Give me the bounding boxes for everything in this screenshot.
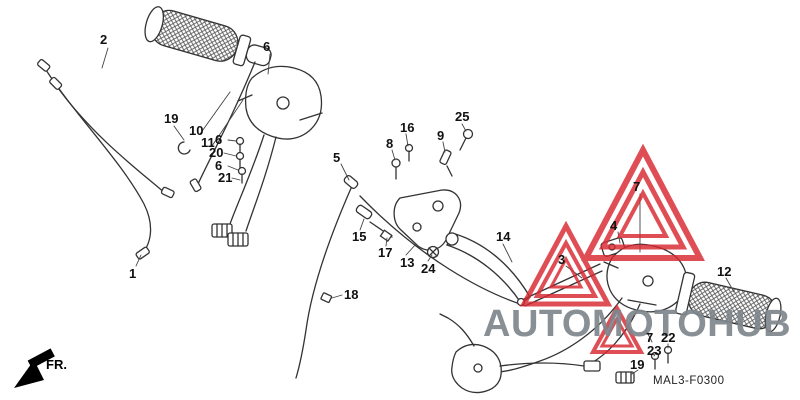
callout-14: 14 <box>496 229 511 244</box>
callout-25: 25 <box>455 109 470 124</box>
right-grip <box>675 271 782 333</box>
left-switch-housing <box>237 65 323 140</box>
callout-23: 23 <box>647 343 662 358</box>
screws-cluster <box>177 136 247 184</box>
bottom-switch <box>439 313 601 394</box>
throttle-cables <box>37 59 256 260</box>
callout-3: 3 <box>558 252 566 267</box>
callout-21: 21 <box>218 170 233 185</box>
callout-7-a: 7 <box>633 179 641 194</box>
callout-19-left: 19 <box>164 111 179 126</box>
callout-6-c: 6 <box>215 158 223 173</box>
callout-12: 12 <box>717 264 732 279</box>
callout-20: 20 <box>209 145 224 160</box>
clutch-cable-middle <box>295 175 527 379</box>
callout-13: 13 <box>400 255 415 270</box>
wire-connector-left <box>211 223 249 247</box>
leader-lines <box>101 47 735 375</box>
callout-4: 4 <box>610 218 618 233</box>
callout-5: 5 <box>333 150 341 165</box>
callout-2: 2 <box>100 32 108 47</box>
callout-8: 8 <box>386 136 394 151</box>
lever-bracket <box>393 189 462 259</box>
callout-6-top: 6 <box>263 39 271 54</box>
callout-7-b: 7 <box>646 330 654 345</box>
callout-18: 18 <box>344 287 359 302</box>
callout-19-right: 19 <box>630 357 645 372</box>
callout-16: 16 <box>400 120 415 135</box>
small-bolts <box>391 128 474 180</box>
callout-1: 1 <box>129 266 137 281</box>
left-throttle-grip <box>144 6 272 67</box>
housing-wires <box>229 134 277 232</box>
callout-10: 10 <box>189 123 204 138</box>
callout-9: 9 <box>437 128 445 143</box>
cable-adjuster <box>355 204 393 243</box>
callout-15: 15 <box>352 229 367 244</box>
watermark-text: AUTOMOTOHUB <box>483 303 792 345</box>
fr-direction-label: FR. <box>46 357 67 372</box>
diagram-code: MAL3-F0300 <box>653 375 725 387</box>
fr-arrow-icon <box>14 348 55 388</box>
callout-24: 24 <box>421 261 436 276</box>
callout-22: 22 <box>661 330 676 345</box>
callout-11: 11 <box>201 135 215 150</box>
callout-17: 17 <box>378 245 393 260</box>
callout-6-b: 6 <box>215 132 223 147</box>
